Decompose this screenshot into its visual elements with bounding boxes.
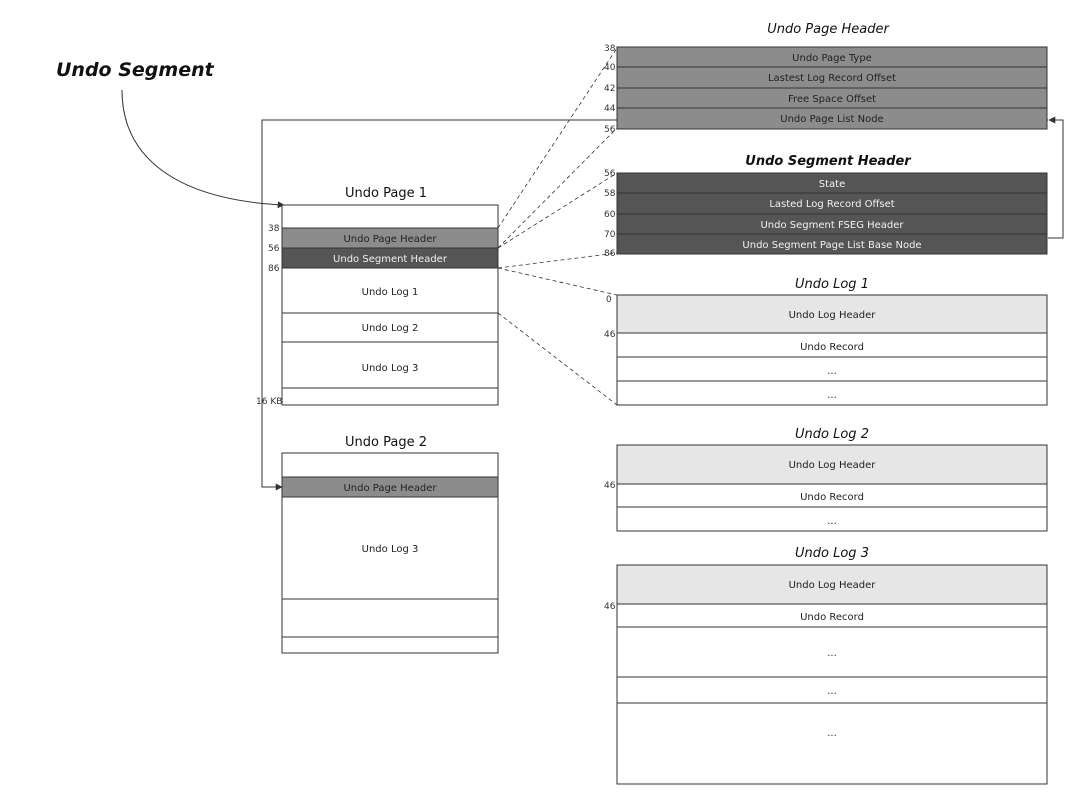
undo-log-2-more-1: ...	[827, 516, 837, 527]
undo-log-3-more-1: ...	[827, 648, 837, 659]
page1-offset-38: 38	[268, 224, 280, 234]
segment-header-row-base-node: Undo Segment Page List Base Node	[742, 240, 921, 251]
undo-page-1-log-3: Undo Log 3	[362, 363, 419, 374]
undo-log-1-title: Undo Log 1	[795, 277, 869, 292]
undo-log-1-record: Undo Record	[800, 342, 864, 353]
undo-page-2-log-3: Undo Log 3	[362, 544, 419, 555]
sh-offset-56: 56	[604, 169, 616, 179]
sh-offset-86: 86	[604, 249, 616, 259]
undo-segment-label: Undo Segment	[56, 59, 215, 81]
ul1-offset-0: 0	[606, 295, 612, 305]
undo-page-1: Undo Page Header Undo Segment Header Und…	[281, 204, 499, 406]
ul2-offset-46: 46	[604, 481, 616, 491]
undo-page-1-header-label: Undo Page Header	[343, 234, 437, 245]
undo-page-2-title: Undo Page 2	[345, 435, 427, 450]
undo-page-1-segment-header-label: Undo Segment Header	[333, 254, 448, 265]
page-header-row-free-space: Free Space Offset	[788, 94, 876, 105]
sh-offset-60: 60	[604, 210, 616, 220]
undo-page-2-header-label: Undo Page Header	[343, 483, 437, 494]
undo-page-1-log-2: Undo Log 2	[362, 323, 419, 334]
page1-offset-56: 56	[268, 244, 280, 254]
segment-header-row-lasted-offset: Lasted Log Record Offset	[769, 199, 894, 210]
undo-page-1-log-1: Undo Log 1	[362, 287, 419, 298]
page-header-row-list-node: Undo Page List Node	[780, 114, 883, 125]
undo-log-3-record: Undo Record	[800, 612, 864, 623]
ph-offset-44: 44	[604, 104, 616, 114]
undo-log-3-more-3: ...	[827, 728, 837, 739]
undo-log-3: Undo Log Header Undo Record ... ... ...	[616, 564, 1048, 785]
undo-page-1-title: Undo Page 1	[345, 186, 427, 201]
ul1-offset-46: 46	[604, 330, 616, 340]
undo-log-1-more-1: ...	[827, 366, 837, 377]
ph-offset-40: 40	[604, 63, 616, 73]
undo-log-1-header: Undo Log Header	[789, 310, 877, 321]
undo-log-2-header: Undo Log Header	[789, 460, 877, 471]
ph-offset-42: 42	[604, 84, 615, 94]
ph-offset-38: 38	[604, 44, 616, 54]
page1-offset-86: 86	[268, 264, 280, 274]
segment-header-detail-title: Undo Segment Header	[745, 154, 912, 169]
undo-log-2: Undo Log Header Undo Record ...	[616, 444, 1048, 532]
undo-page-1-segment-header[interactable]	[281, 247, 499, 269]
undo-log-3-more-2: ...	[827, 686, 837, 697]
segment-header-row-fseg: Undo Segment FSEG Header	[760, 220, 904, 231]
sh-offset-70: 70	[604, 230, 616, 240]
page1-offset-16kb: 16 KB	[256, 397, 282, 407]
undo-log-3-header: Undo Log Header	[789, 580, 877, 591]
segment-arrow	[121, 89, 285, 209]
undo-log-1-more-2: ...	[827, 390, 837, 401]
ph-offset-56: 56	[604, 125, 616, 135]
page-header-detail-title: Undo Page Header	[767, 22, 890, 37]
ul3-offset-46: 46	[604, 602, 616, 612]
page-header-detail: Undo Page Type Lastest Log Record Offset…	[616, 46, 1048, 130]
page-header-row-type: Undo Page Type	[792, 53, 872, 64]
segment-header-detail: State Lasted Log Record Offset Undo Segm…	[616, 172, 1048, 255]
segment-header-row-state: State	[819, 179, 845, 190]
base-node-link	[1048, 116, 1064, 239]
undo-log-2-record: Undo Record	[800, 492, 864, 503]
page-header-row-latest-offset: Lastest Log Record Offset	[768, 73, 896, 84]
expansion-lines	[497, 47, 618, 406]
undo-log-3-title: Undo Log 3	[795, 546, 869, 561]
undo-log-1: Undo Log Header Undo Record ... ...	[616, 294, 1048, 406]
undo-page-2: Undo Page Header Undo Log 3	[281, 452, 499, 654]
undo-log-2-title: Undo Log 2	[795, 427, 869, 442]
sh-offset-58: 58	[604, 189, 616, 199]
